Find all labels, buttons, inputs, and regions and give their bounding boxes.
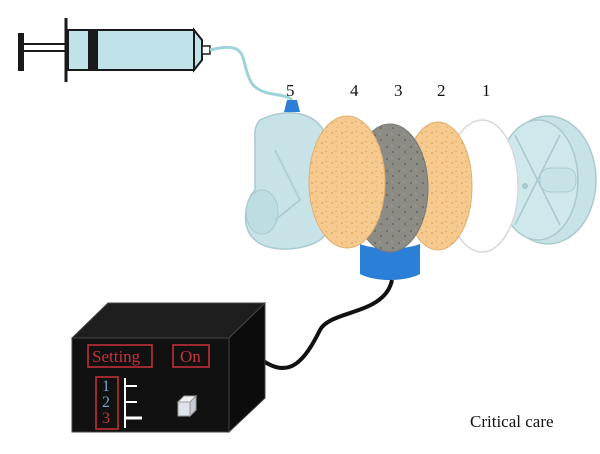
control-box: Setting On 1 2 3 <box>70 301 267 434</box>
on-label: On <box>180 347 201 366</box>
box-front <box>71 337 230 433</box>
layer-label-4: 4 <box>350 81 359 100</box>
layer-label-1: 1 <box>482 81 491 100</box>
indicator-cube <box>176 394 198 418</box>
layer-label-2: 2 <box>437 81 446 100</box>
setting-label-box <box>87 344 153 368</box>
level-2-label: 2 <box>102 394 110 411</box>
syringe-tip <box>193 27 203 73</box>
syringe-nozzle <box>201 45 211 55</box>
housing-right <box>497 115 597 245</box>
housing-left <box>244 100 326 250</box>
syringe-tube <box>209 45 294 102</box>
setting-label: Setting <box>92 347 141 366</box>
syringe-piston <box>88 30 98 70</box>
inlet-port <box>284 100 300 112</box>
syringe-barrel <box>67 29 195 71</box>
layer-label-3: 3 <box>394 81 403 100</box>
on-button[interactable] <box>172 344 210 368</box>
caption: Critical care <box>470 412 554 431</box>
level-3-label: 3 <box>102 410 110 427</box>
syringe-plunger-cap <box>18 33 24 71</box>
layer-4-sponge <box>308 115 386 249</box>
syringe <box>18 18 211 82</box>
level-selector-box <box>95 376 119 430</box>
power-cable <box>249 279 394 371</box>
electrode-mount <box>360 244 420 280</box>
layer-label-5: 5 <box>286 81 295 100</box>
level-1-label: 1 <box>102 378 110 395</box>
